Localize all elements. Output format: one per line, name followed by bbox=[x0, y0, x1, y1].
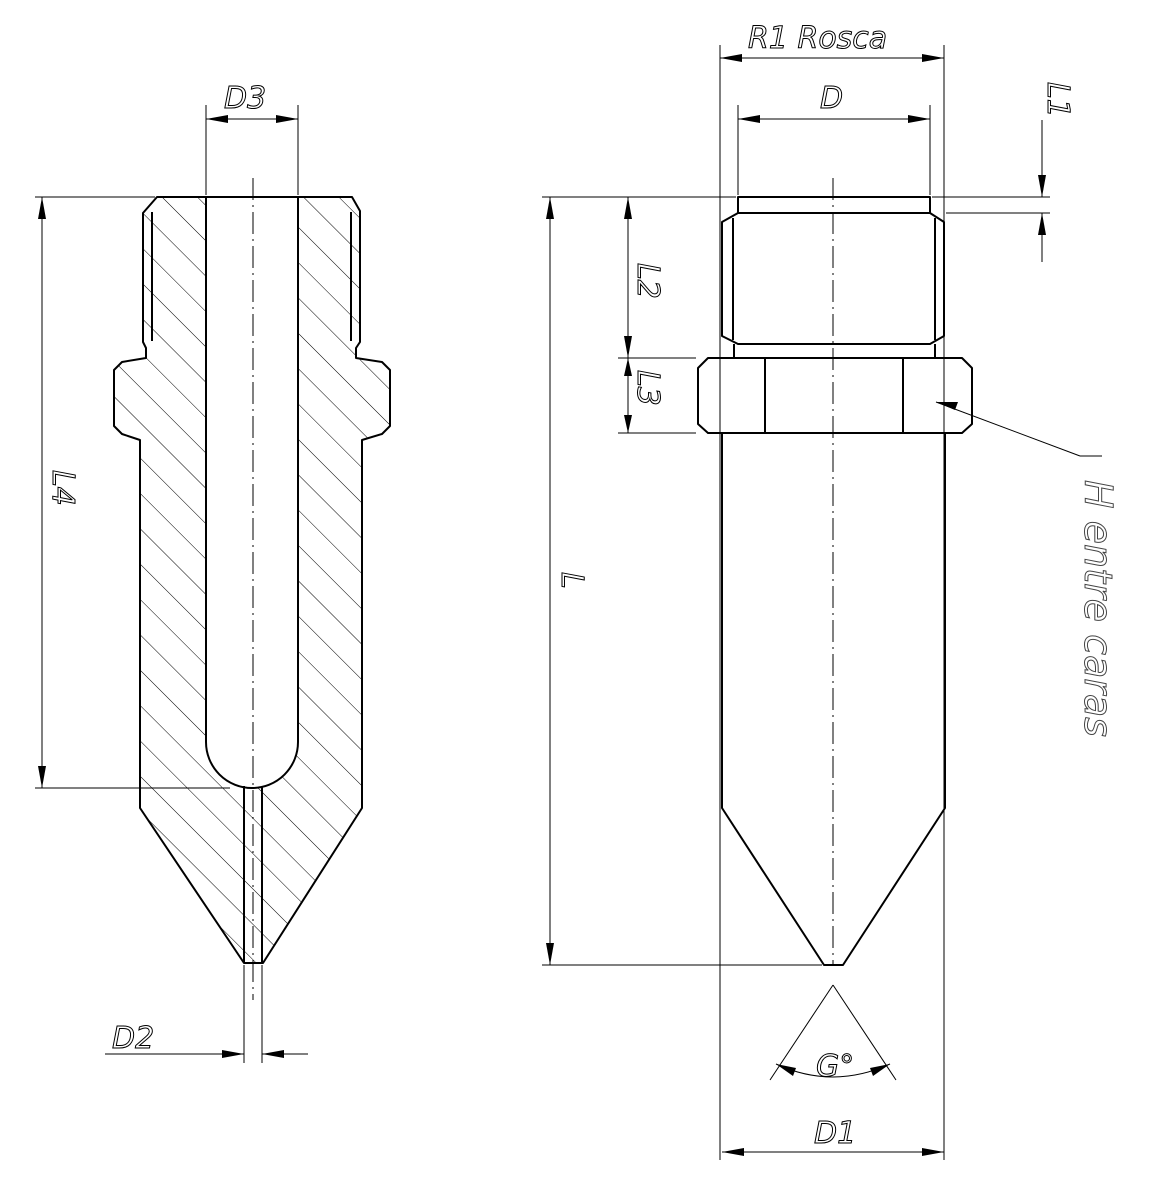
label-h-note: H entre caras bbox=[1076, 480, 1120, 737]
label-l: L bbox=[554, 572, 589, 589]
section-view bbox=[113, 178, 391, 1000]
dimension-d3: D3 bbox=[205, 81, 299, 195]
dimension-l: L bbox=[542, 196, 822, 966]
label-d: D bbox=[820, 81, 843, 116]
dimension-l3: L3 bbox=[618, 358, 696, 434]
bore-outline bbox=[205, 197, 299, 789]
dimension-d: D bbox=[737, 81, 931, 195]
dimension-d1: D1 bbox=[722, 1116, 944, 1156]
label-d1: D1 bbox=[814, 1116, 856, 1151]
dimension-l4: L4 bbox=[35, 196, 230, 789]
label-angle: G° bbox=[816, 1049, 854, 1084]
label-l4: L4 bbox=[45, 470, 80, 506]
dimension-angle: G° bbox=[769, 984, 897, 1085]
label-l2: L2 bbox=[630, 263, 665, 299]
dimension-r1: R1 Rosca bbox=[719, 21, 945, 1160]
section-hatching bbox=[114, 197, 390, 963]
top-chamfer bbox=[737, 196, 931, 213]
label-d3: D3 bbox=[224, 81, 266, 116]
label-d2: D2 bbox=[112, 1021, 154, 1056]
hex-nut bbox=[697, 357, 973, 434]
label-l1: L1 bbox=[1040, 82, 1075, 118]
threaded-body bbox=[721, 212, 945, 345]
exterior-view bbox=[697, 178, 973, 966]
lower-body bbox=[721, 433, 946, 966]
dimension-l1: L1 bbox=[932, 82, 1076, 262]
neck bbox=[733, 344, 936, 358]
label-l3: L3 bbox=[630, 370, 665, 406]
dimension-l2: L2 bbox=[618, 197, 696, 359]
dimension-d2: D2 bbox=[105, 965, 308, 1063]
label-r1: R1 Rosca bbox=[748, 21, 887, 56]
leader-h: H entre caras bbox=[935, 401, 1121, 737]
